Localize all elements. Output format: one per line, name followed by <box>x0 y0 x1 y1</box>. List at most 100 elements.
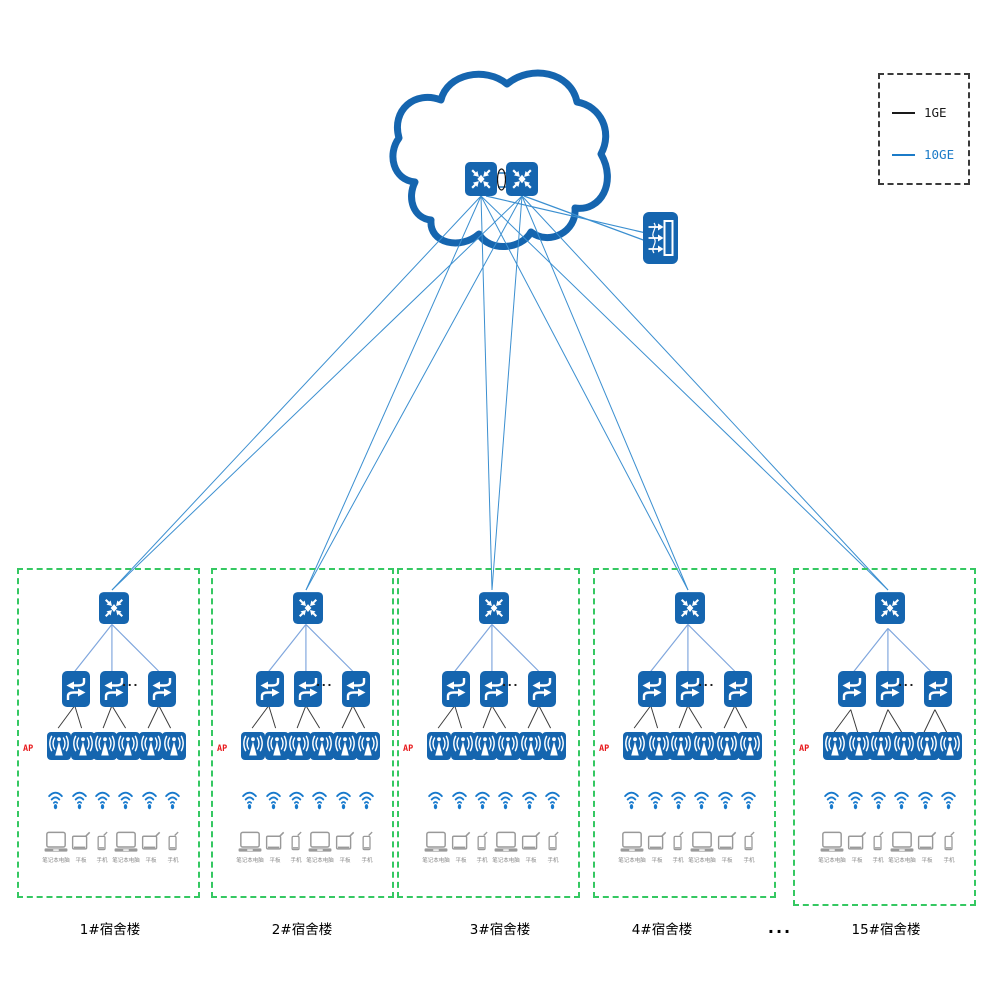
access-switch-3-icon <box>924 671 952 707</box>
device-label: 手机 <box>167 858 179 864</box>
device-label: 手机 <box>547 858 559 864</box>
legend: 1GE 10GE <box>878 73 970 185</box>
device-label: 手机 <box>872 858 884 864</box>
tablet-icon <box>646 831 667 852</box>
building-label-1: 1#宿舍楼 <box>79 922 141 938</box>
tablet-icon <box>520 831 541 852</box>
laptop-icon <box>307 831 333 853</box>
device-label: 平板 <box>75 858 87 864</box>
ap-icon <box>892 732 916 760</box>
wifi-signal-icon <box>917 788 934 811</box>
wifi-signal-icon <box>241 788 258 811</box>
device-label: 笔记本电脑 <box>888 858 916 864</box>
access-to-ap-links <box>57 705 172 729</box>
legend-item-10ge: 10GE <box>892 147 954 162</box>
device-label: 笔记本电脑 <box>112 858 140 864</box>
device-label: 平板 <box>339 858 351 864</box>
aggregation-to-access-links <box>268 624 354 672</box>
ap-icon <box>692 732 716 760</box>
ap-icon <box>623 732 647 760</box>
wifi-signal-icon <box>717 788 734 811</box>
ap-icon <box>162 732 186 760</box>
ap-icon <box>287 732 311 760</box>
phone-icon <box>672 831 684 852</box>
aggregation-switch-icon <box>875 592 905 624</box>
tablet-icon <box>716 831 737 852</box>
access-to-ap-links <box>633 705 748 729</box>
wifi-signal-icon <box>94 788 111 811</box>
device-label: 手机 <box>476 858 488 864</box>
legend-label-10ge: 10GE <box>924 147 955 162</box>
phone-icon <box>96 831 108 852</box>
tablet-icon <box>70 831 91 852</box>
wifi-signal-icon <box>311 788 328 811</box>
phone-icon <box>547 831 559 852</box>
laptop-icon <box>619 831 645 853</box>
ap-icon <box>427 732 451 760</box>
ap-icon <box>669 732 693 760</box>
device-label: 平板 <box>851 858 863 864</box>
tablet-icon <box>334 831 355 852</box>
wifi-signal-icon <box>823 788 840 811</box>
access-switch-1-icon <box>638 671 666 707</box>
ap-icon <box>71 732 95 760</box>
laptop-icon <box>889 831 915 853</box>
ap-icon <box>915 732 939 760</box>
building-label-15: 15#宿舍楼 <box>851 922 921 938</box>
access-switch-ellipsis: ... <box>316 676 334 689</box>
device-label: 平板 <box>269 858 281 864</box>
access-switch-1-icon <box>442 671 470 707</box>
device-label: 笔记本电脑 <box>42 858 70 864</box>
ap-icon <box>496 732 520 760</box>
ap-icon <box>356 732 380 760</box>
device-label: 平板 <box>455 858 467 864</box>
access-switch-1-icon <box>256 671 284 707</box>
access-switch-ellipsis: ... <box>122 676 140 689</box>
device-label: 笔记本电脑 <box>818 858 846 864</box>
core-switch-1-icon <box>465 162 497 196</box>
ap-icon <box>847 732 871 760</box>
device-label: 手机 <box>743 858 755 864</box>
legend-label-1ge: 1GE <box>924 105 947 120</box>
ap-icon <box>473 732 497 760</box>
device-label: 笔记本电脑 <box>422 858 450 864</box>
laptop-icon <box>689 831 715 853</box>
wifi-signal-icon <box>647 788 664 811</box>
access-switch-3-icon <box>528 671 556 707</box>
tablet-icon <box>450 831 471 852</box>
device-label: 手机 <box>943 858 955 864</box>
internet-cloud <box>389 69 611 250</box>
device-label: 平板 <box>721 858 733 864</box>
ap-icon <box>647 732 671 760</box>
device-label: 笔记本电脑 <box>236 858 264 864</box>
legend-item-1ge: 1GE <box>892 105 947 120</box>
ap-row-label: AP <box>217 744 228 754</box>
aggregation-to-access-links <box>650 624 736 672</box>
ap-row-label: AP <box>799 744 810 754</box>
core-to-building-links <box>111 195 889 591</box>
laptop-icon <box>113 831 139 853</box>
access-switch-ellipsis: ... <box>898 676 916 689</box>
phone-icon <box>361 831 373 852</box>
wifi-signal-icon <box>47 788 64 811</box>
ap-row-label: AP <box>23 744 34 754</box>
device-label: 笔记本电脑 <box>618 858 646 864</box>
dormitory-building-box-2: ... AP 笔记本电脑 平板 手机 笔记本电脑 平板 手机 <box>211 568 394 898</box>
wifi-signal-icon <box>544 788 561 811</box>
access-switch-ellipsis: ... <box>698 676 716 689</box>
access-to-ap-links <box>833 709 948 733</box>
aggregation-switch-icon <box>479 592 509 624</box>
wifi-signal-icon <box>693 788 710 811</box>
core-switch-2-icon <box>506 162 538 196</box>
wifi-signal-icon <box>847 788 864 811</box>
phone-icon <box>476 831 488 852</box>
access-switch-ellipsis: ... <box>502 676 520 689</box>
aggregation-switch-icon <box>675 592 705 624</box>
buildings-ellipsis: ... <box>767 918 793 937</box>
dormitory-building-box-5: ... AP 笔记本电脑 平板 手机 笔记本电脑 平板 手机 <box>793 568 976 906</box>
device-label: 手机 <box>290 858 302 864</box>
tablet-icon <box>140 831 161 852</box>
ap-row-label: AP <box>403 744 414 754</box>
